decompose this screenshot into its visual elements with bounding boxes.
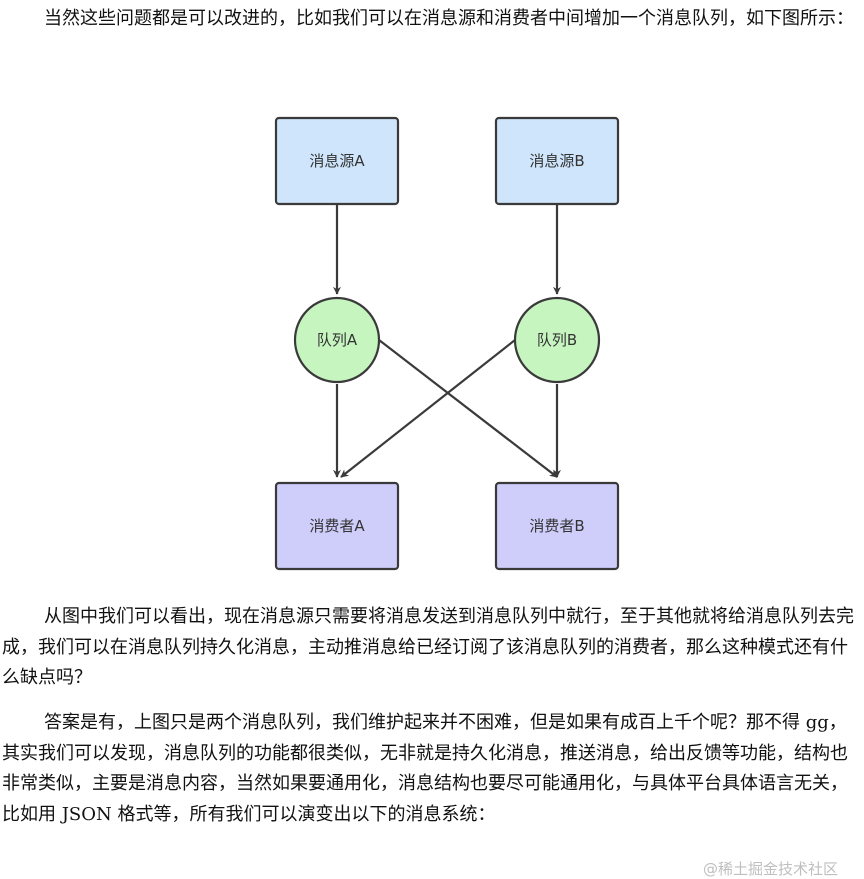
queue-b-node: 队列B	[513, 296, 601, 384]
edge-queue-a-consumer-b	[378, 339, 558, 478]
source-a-box	[274, 116, 400, 206]
queue-a-label: 队列A	[317, 331, 358, 349]
edge-queue-b-consumer-a	[340, 339, 516, 478]
explanation-paragraph: 从图中我们可以看出，现在消息源只需要将消息发送到消息队列中就行，至于其他就将给消…	[2, 602, 862, 694]
intro-text: 当然这些问题都是可以改进的，比如我们可以在消息源和消费者中间增加一个消息队列，如…	[44, 8, 854, 29]
watermark: @稀土掘金技术社区	[702, 860, 838, 878]
source-b-label: 消息源B	[529, 152, 584, 170]
source-b-node: 消息源B	[494, 116, 620, 206]
consumer-a-node: 消费者A	[274, 481, 400, 571]
queue-a-circle	[293, 296, 381, 384]
message-queue-diagram: 消息源A 消息源B 队列A 队列B 消费者A 消费者B	[274, 116, 620, 571]
source-a-node: 消息源A	[274, 116, 400, 206]
consumer-b-label: 消费者B	[529, 517, 584, 535]
answer-text: 答案是有，上图只是两个消息队列，我们维护起来并不困难，但是如果有成百上千个呢？那…	[2, 712, 848, 825]
source-a-label: 消息源A	[309, 152, 365, 170]
queue-b-label: 队列B	[537, 331, 577, 349]
explanation-text: 从图中我们可以看出，现在消息源只需要将消息发送到消息队列中就行，至于其他就将给消…	[2, 606, 854, 688]
consumer-a-box	[274, 481, 400, 571]
source-b-box	[494, 116, 620, 206]
queue-b-circle	[513, 296, 601, 384]
consumer-a-label: 消费者A	[309, 517, 365, 535]
intro-paragraph: 当然这些问题都是可以改进的，比如我们可以在消息源和消费者中间增加一个消息队列，如…	[2, 4, 862, 35]
answer-paragraph: 答案是有，上图只是两个消息队列，我们维护起来并不困难，但是如果有成百上千个呢？那…	[2, 708, 862, 830]
consumer-b-box	[494, 481, 620, 571]
queue-a-node: 队列A	[293, 296, 381, 384]
consumer-b-node: 消费者B	[494, 481, 620, 571]
